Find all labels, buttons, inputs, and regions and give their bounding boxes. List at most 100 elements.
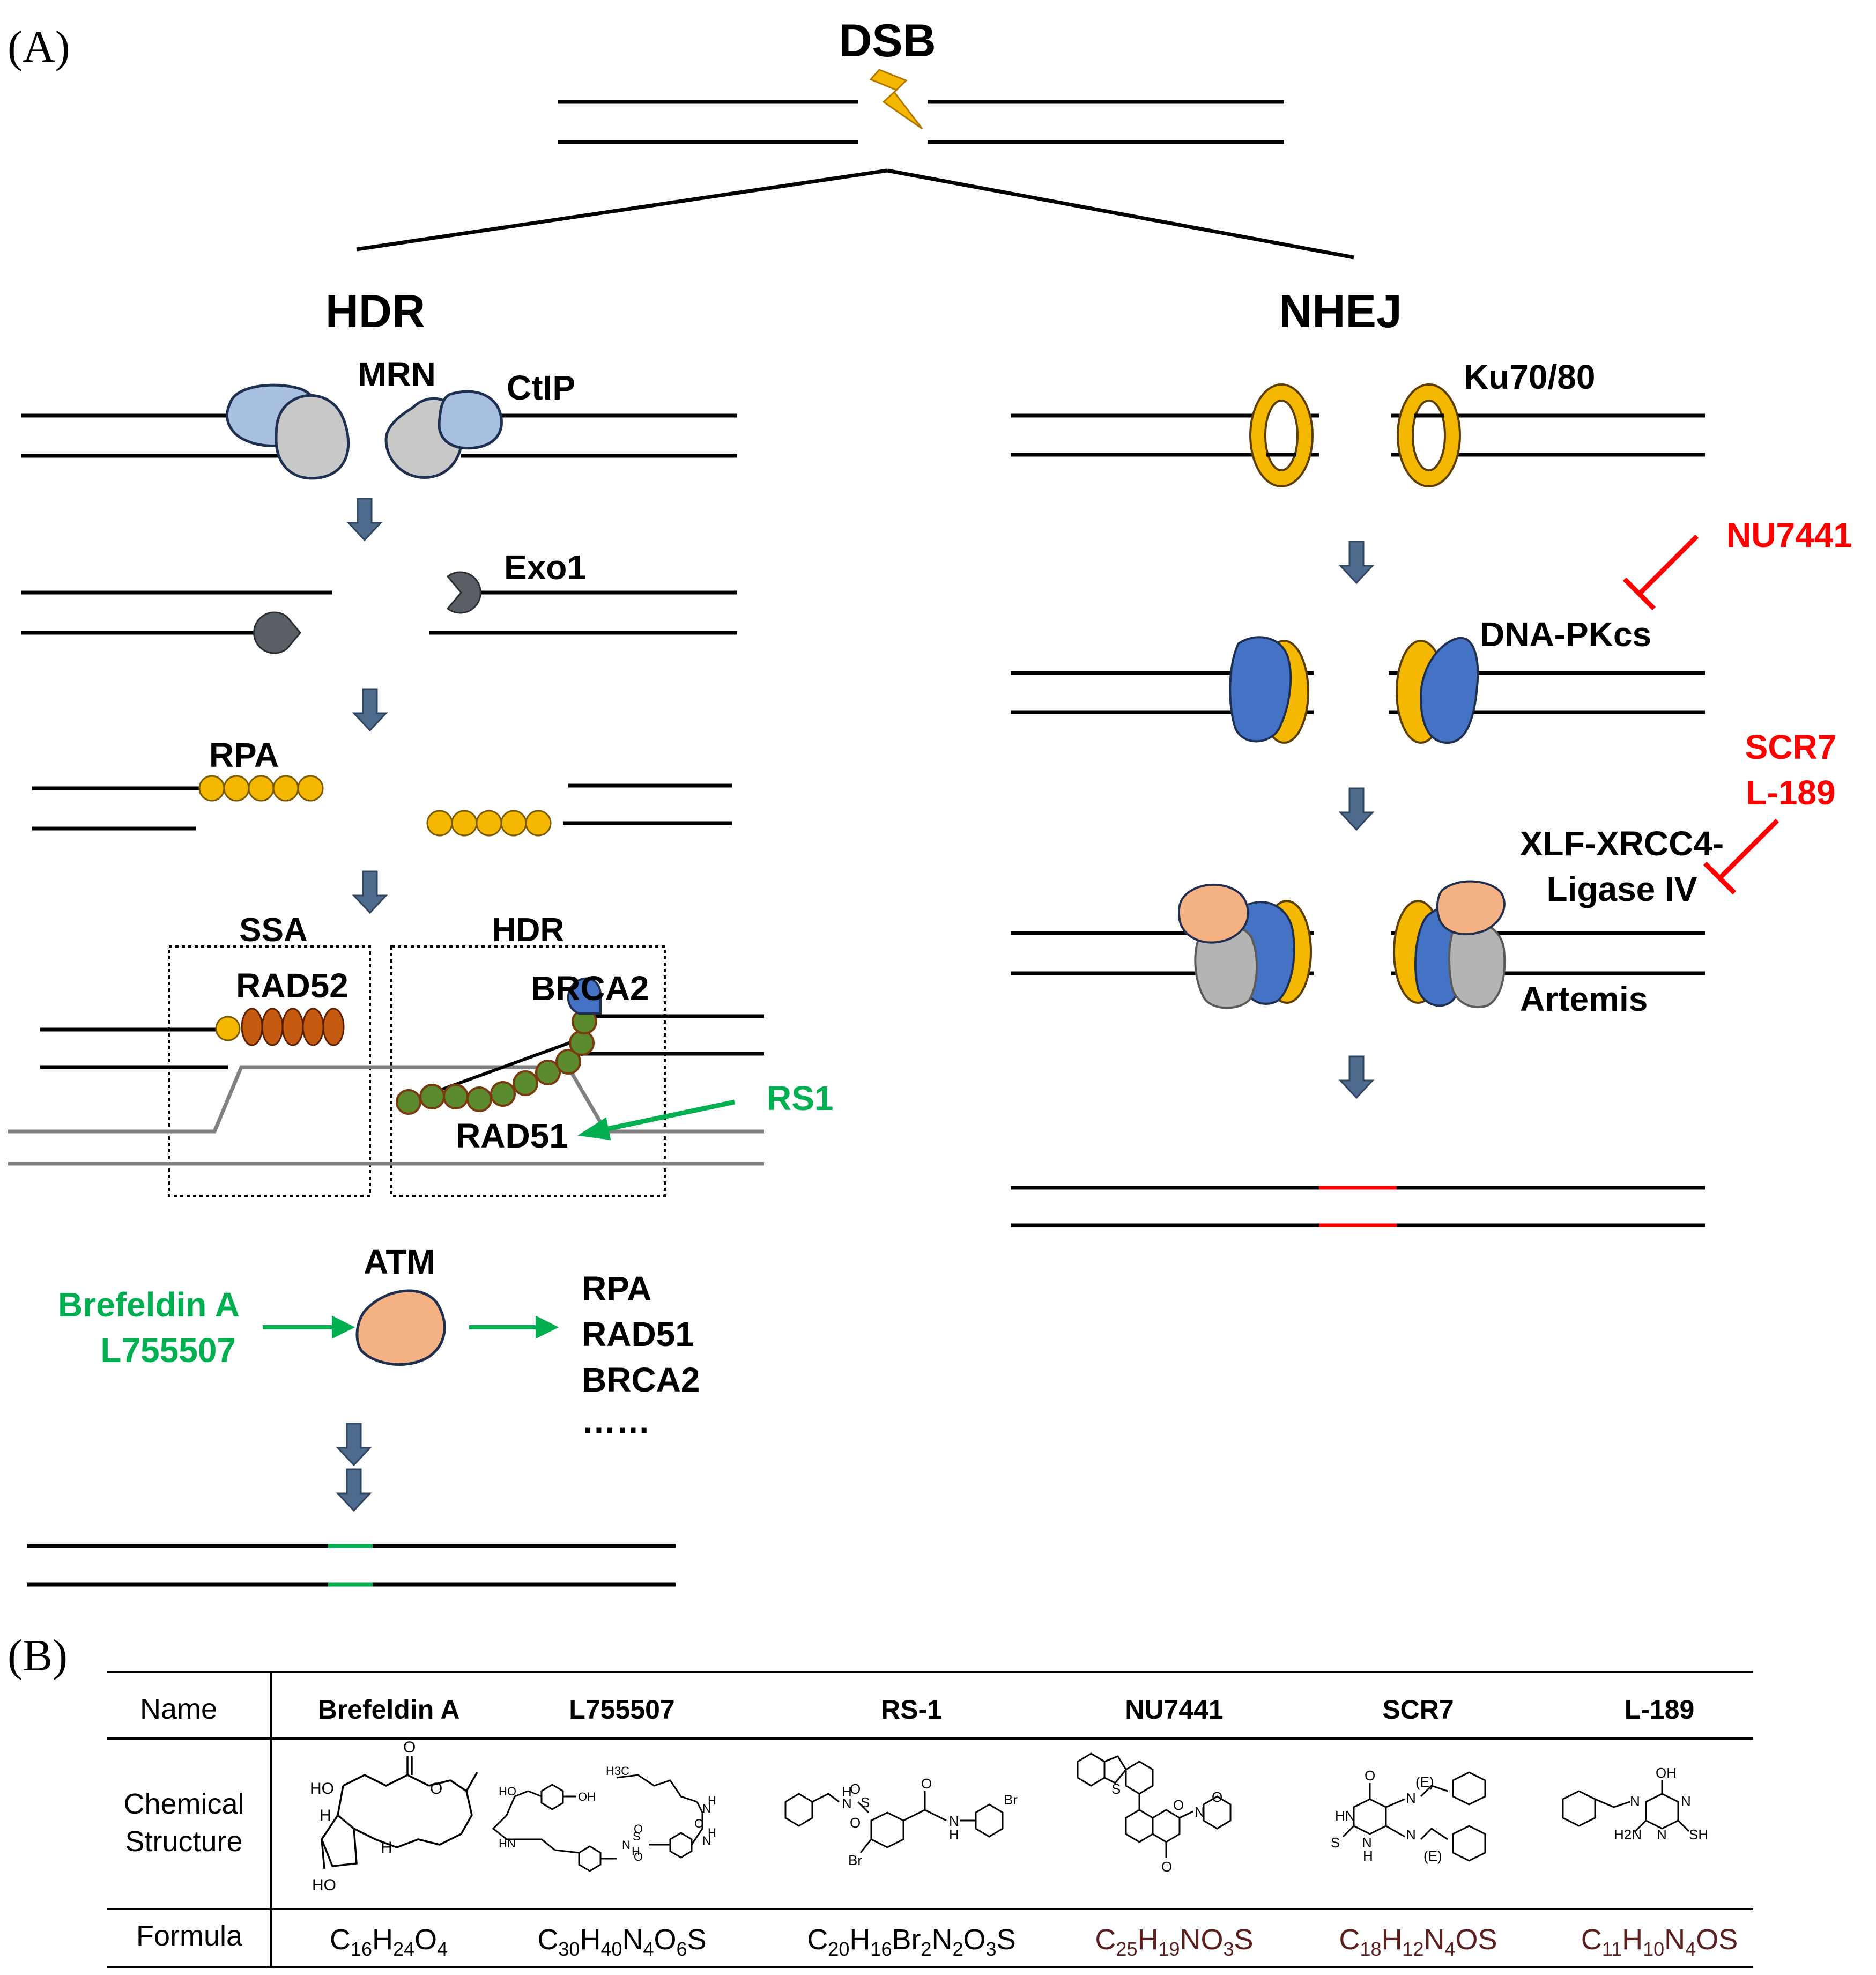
- svg-text:N: N: [842, 1795, 852, 1811]
- structure-scr7: [1342, 1771, 1486, 1862]
- l189-label: L-189: [1746, 773, 1835, 812]
- svg-text:H: H: [708, 1826, 716, 1839]
- svg-text:H: H: [1363, 1848, 1373, 1864]
- svg-text:O: O: [634, 1850, 643, 1863]
- exo1-label: Exo1: [504, 548, 586, 587]
- rs1-arrow: [577, 1099, 735, 1141]
- nu7441-label: NU7441: [1726, 516, 1852, 554]
- panel-a-label: (A): [8, 22, 70, 72]
- svg-text:H: H: [842, 1784, 852, 1800]
- atm-label: ATM: [364, 1242, 435, 1281]
- structure-brefeldin-labels: HO O O H H HO: [310, 1739, 442, 1894]
- svg-text:H: H: [320, 1807, 331, 1824]
- svg-text:N: N: [702, 1802, 711, 1815]
- hdr-arrow-4: [337, 1423, 371, 1466]
- svg-text:S: S: [861, 1794, 870, 1810]
- svg-text:N: N: [1657, 1826, 1667, 1843]
- svg-text:O: O: [850, 1781, 861, 1797]
- formula-rs1: C20H16Br2N2O3S: [807, 1924, 1015, 1960]
- atm-protein: [355, 1289, 446, 1366]
- svg-text:O: O: [1173, 1797, 1184, 1813]
- svg-text:(E): (E): [1423, 1848, 1442, 1864]
- hdr-step1-dna: [21, 413, 737, 458]
- break-bolt-icon: [869, 69, 923, 130]
- svg-text:S: S: [1331, 1835, 1340, 1851]
- structure-rs1-labels: H N S O O O N H Br Br: [842, 1776, 1018, 1868]
- dsb-label: DSB: [839, 15, 936, 66]
- atm-target-rpa: RPA: [582, 1269, 651, 1308]
- hdr-arrow-1: [347, 498, 382, 541]
- nhej-arrow-2: [1339, 787, 1374, 831]
- nhej-title: NHEJ: [1279, 286, 1402, 337]
- xlf-right-protein: [1436, 880, 1506, 935]
- artemis-label: Artemis: [1520, 980, 1648, 1018]
- compound-name-l755507: L755507: [569, 1695, 674, 1725]
- mrn-left-protein: [275, 394, 350, 480]
- svg-text:N: N: [1630, 1793, 1640, 1809]
- formula-scr7: C18H12N4OS: [1339, 1924, 1497, 1960]
- svg-text:H: H: [632, 1845, 640, 1858]
- pathway-split: [356, 168, 1354, 260]
- svg-text:H3C: H3C: [606, 1764, 629, 1778]
- svg-text:HN: HN: [499, 1837, 516, 1850]
- svg-text:(E): (E): [1415, 1774, 1434, 1790]
- ku-left-ring: [1249, 383, 1314, 487]
- ligase-label-1: XLF-XRCC4-: [1520, 824, 1724, 863]
- rpa-label: RPA: [209, 736, 279, 774]
- svg-text:OH: OH: [578, 1790, 596, 1803]
- nhej-arrow-3: [1339, 1055, 1374, 1099]
- hdr-step4-dna: [8, 1014, 764, 1166]
- svg-text:HN: HN: [1335, 1808, 1355, 1824]
- panel-b-label: (B): [8, 1631, 68, 1681]
- brca2-label: BRCA2: [531, 969, 649, 1008]
- formula-brefeldin: C16H24O4: [330, 1924, 448, 1960]
- hdr-step3-dna: [32, 783, 732, 831]
- exo1-left-icon: [253, 611, 301, 654]
- hdr-box-label: HDR: [492, 912, 564, 949]
- formula-nu7441: C25H19NO3S: [1095, 1924, 1253, 1960]
- rs1-label: RS1: [767, 1079, 834, 1118]
- ku-right-ring: [1397, 383, 1461, 487]
- rad52-label: RAD52: [236, 966, 348, 1005]
- svg-text:N: N: [1681, 1793, 1691, 1809]
- row-header-formula: Formula: [136, 1920, 243, 1952]
- svg-text:HO: HO: [310, 1780, 334, 1798]
- svg-text:Br: Br: [848, 1852, 862, 1868]
- xlf-left-protein: [1177, 884, 1249, 944]
- svg-text:OH: OH: [1656, 1765, 1677, 1781]
- exo1-right-icon: [446, 571, 481, 614]
- compound-name-brefeldin: Brefeldin A: [318, 1695, 460, 1725]
- structure-l755507-labels: HO OH HN H3C H N S O O N H N H O: [499, 1764, 716, 1863]
- compound-name-l189: L-189: [1625, 1695, 1695, 1725]
- hdr-box: [390, 945, 666, 1197]
- dnapkcs-left-protein: [1229, 636, 1292, 743]
- rad51-filament: [396, 1009, 597, 1115]
- hdr-arrow-2: [353, 688, 387, 731]
- nu7441-inhibit-icon: [1622, 534, 1699, 611]
- atm-input-arrow: [263, 1315, 355, 1339]
- svg-text:O: O: [850, 1815, 861, 1831]
- hdr-repaired-dna: [27, 1544, 676, 1587]
- atm-activator-l755507: L755507: [100, 1331, 236, 1370]
- ssa-box-label: SSA: [239, 912, 307, 949]
- svg-text:O: O: [1365, 1767, 1375, 1784]
- svg-text:HO: HO: [499, 1785, 516, 1798]
- structure-l189: [1562, 1780, 1690, 1832]
- svg-text:N: N: [1362, 1835, 1372, 1851]
- svg-text:N: N: [949, 1813, 959, 1829]
- formula-l755507: C30H40N4O6S: [537, 1924, 706, 1960]
- structure-l755507: [492, 1774, 703, 1872]
- dsb-dna: [558, 100, 1284, 144]
- row-header-name: Name: [140, 1693, 217, 1725]
- svg-text:N: N: [622, 1838, 631, 1852]
- nhej-step2-dna: [1011, 671, 1705, 714]
- structure-nu7441-labels: S O N O O: [1111, 1781, 1222, 1875]
- scr7-label: SCR7: [1745, 728, 1837, 766]
- rpa-right-chain: [426, 810, 552, 837]
- svg-text:HO: HO: [312, 1876, 336, 1894]
- nhej-repaired-dna: [1011, 1186, 1705, 1227]
- structure-rs1: [784, 1791, 1004, 1853]
- hdr-arrow-5: [337, 1468, 371, 1512]
- rad52-filament: [241, 1008, 345, 1046]
- row-header-structure-1: Chemical: [123, 1788, 244, 1820]
